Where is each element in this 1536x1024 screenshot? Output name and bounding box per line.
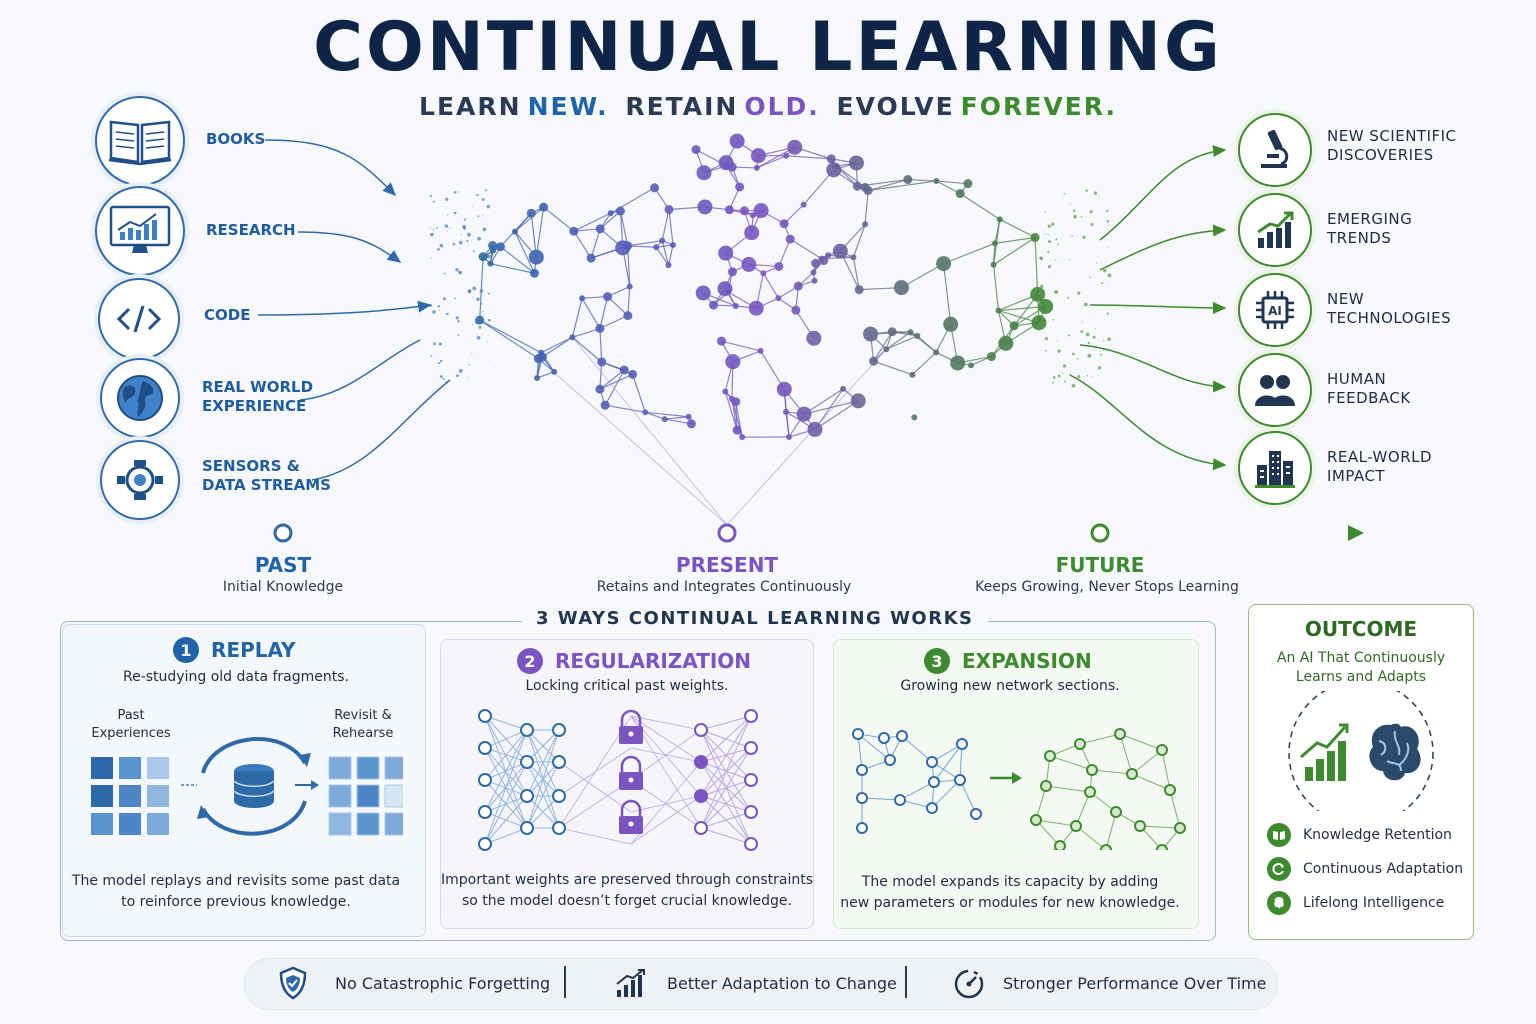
svg-text:AI: AI	[1268, 304, 1282, 318]
divider	[905, 966, 907, 998]
input-arrow	[312, 380, 450, 480]
input-arrow	[265, 140, 395, 195]
output-label-impact: REAL-WORLDIMPACT	[1327, 448, 1432, 486]
output-arrow	[1080, 345, 1225, 387]
input-label-experience: REAL WORLDEXPERIENCE	[202, 378, 313, 416]
benefit-no-forgetting: No Catastrophic Forgetting	[335, 974, 550, 993]
timeline-past-sub: Initial Knowledge	[123, 579, 443, 595]
expansion-description: The model expands its capacity by adding…	[834, 872, 1186, 914]
divider	[564, 966, 566, 998]
outcome-item-adaptation: Continuous Adaptation	[1267, 857, 1463, 881]
timeline-node-present	[719, 525, 735, 541]
globe-icon	[100, 358, 180, 438]
sensor-icon	[100, 440, 180, 520]
output-label-trends: EMERGINGTRENDS	[1327, 210, 1412, 248]
outcome-title: OUTCOME	[1249, 617, 1473, 641]
input-label-books: BOOKS	[206, 130, 265, 149]
replay-heading: 1 REPLAY	[173, 637, 296, 663]
monitor-chart-icon	[95, 186, 185, 276]
timeline-present-label: PRESENT	[577, 553, 877, 577]
input-arrow	[298, 232, 400, 262]
expansion-panel: 3 EXPANSION Growing new network sections…	[833, 639, 1199, 929]
replay-diagram	[83, 715, 403, 855]
city-icon	[1238, 431, 1312, 505]
expansion-title: EXPANSION	[962, 649, 1092, 673]
regularization-subtitle: Locking critical past weights.	[441, 678, 813, 694]
book-icon	[95, 96, 185, 186]
outcome-item-lifelong: Lifelong Intelligence	[1267, 891, 1444, 915]
output-arrow	[1100, 150, 1225, 240]
outcome-subtitle: An AI That ContinuouslyLearns and Adapts	[1249, 649, 1473, 687]
expansion-network	[844, 700, 1188, 850]
output-arrow	[1100, 230, 1225, 270]
timeline-future-sub: Keeps Growing, Never Stops Learning	[947, 579, 1267, 595]
ways-header: 3 WAYS CONTINUAL LEARNING WORKS	[522, 608, 988, 629]
timeline-past-label: PAST	[133, 553, 433, 577]
benefit-adaptation: Better Adaptation to Change	[667, 974, 897, 993]
output-label-discoveries: NEW SCIENTIFICDISCOVERIES	[1327, 127, 1457, 165]
timeline-future-label: FUTURE	[950, 553, 1250, 577]
replay-title: REPLAY	[211, 638, 296, 662]
regularization-network	[461, 706, 801, 856]
replay-subtitle: Re-studying old data fragments.	[63, 669, 409, 685]
timeline-present-sub: Retains and Integrates Continuously	[564, 579, 884, 595]
growth-chart-icon	[615, 968, 647, 1002]
regularization-description: Important weights are preserved through …	[441, 870, 813, 912]
shield-icon	[278, 966, 308, 1004]
brain-icon	[1267, 891, 1291, 915]
refresh-icon	[1267, 857, 1291, 881]
book-icon	[1267, 823, 1291, 847]
input-label-research: RESEARCH	[206, 221, 296, 240]
replay-description: The model replays and revisits some past…	[63, 871, 409, 913]
regularization-panel: 2 REGULARIZATION Locking critical past w…	[440, 639, 814, 929]
microscope-icon	[1238, 113, 1312, 187]
step-number: 2	[517, 648, 543, 674]
step-number: 3	[924, 648, 950, 674]
ai-chip-icon: AI	[1238, 273, 1312, 347]
output-arrow	[1070, 375, 1225, 465]
outcome-panel: OUTCOME An AI That ContinuouslyLearns an…	[1248, 604, 1474, 940]
expansion-heading: 3 EXPANSION	[924, 648, 1092, 674]
regularization-heading: 2 REGULARIZATION	[517, 648, 751, 674]
speedometer-icon	[952, 966, 986, 1004]
timeline-node-future	[1092, 525, 1108, 541]
timeline-arrowhead	[1348, 525, 1364, 541]
input-arrow	[300, 340, 420, 400]
input-label-sensors: SENSORS &DATA STREAMS	[202, 457, 331, 495]
code-icon	[98, 278, 180, 360]
output-arrow	[1090, 305, 1225, 308]
benefit-performance: Stronger Performance Over Time	[1003, 974, 1266, 993]
brain-network	[429, 134, 1112, 525]
growth-chart-icon	[1238, 193, 1312, 267]
input-arrow	[258, 305, 430, 315]
step-number: 1	[173, 637, 199, 663]
output-label-feedback: HUMANFEEDBACK	[1327, 370, 1411, 408]
growth-brain-icon	[1283, 691, 1439, 811]
outcome-item-retention: Knowledge Retention	[1267, 823, 1452, 847]
expansion-subtitle: Growing new network sections.	[834, 678, 1186, 694]
regularization-title: REGULARIZATION	[555, 649, 751, 673]
output-label-technologies: NEWTECHNOLOGIES	[1327, 290, 1451, 328]
people-icon	[1238, 353, 1312, 427]
replay-panel: 1 REPLAY Re-studying old data fragments.…	[62, 624, 426, 937]
input-label-code: CODE	[204, 306, 250, 325]
timeline-node-past	[275, 525, 291, 541]
